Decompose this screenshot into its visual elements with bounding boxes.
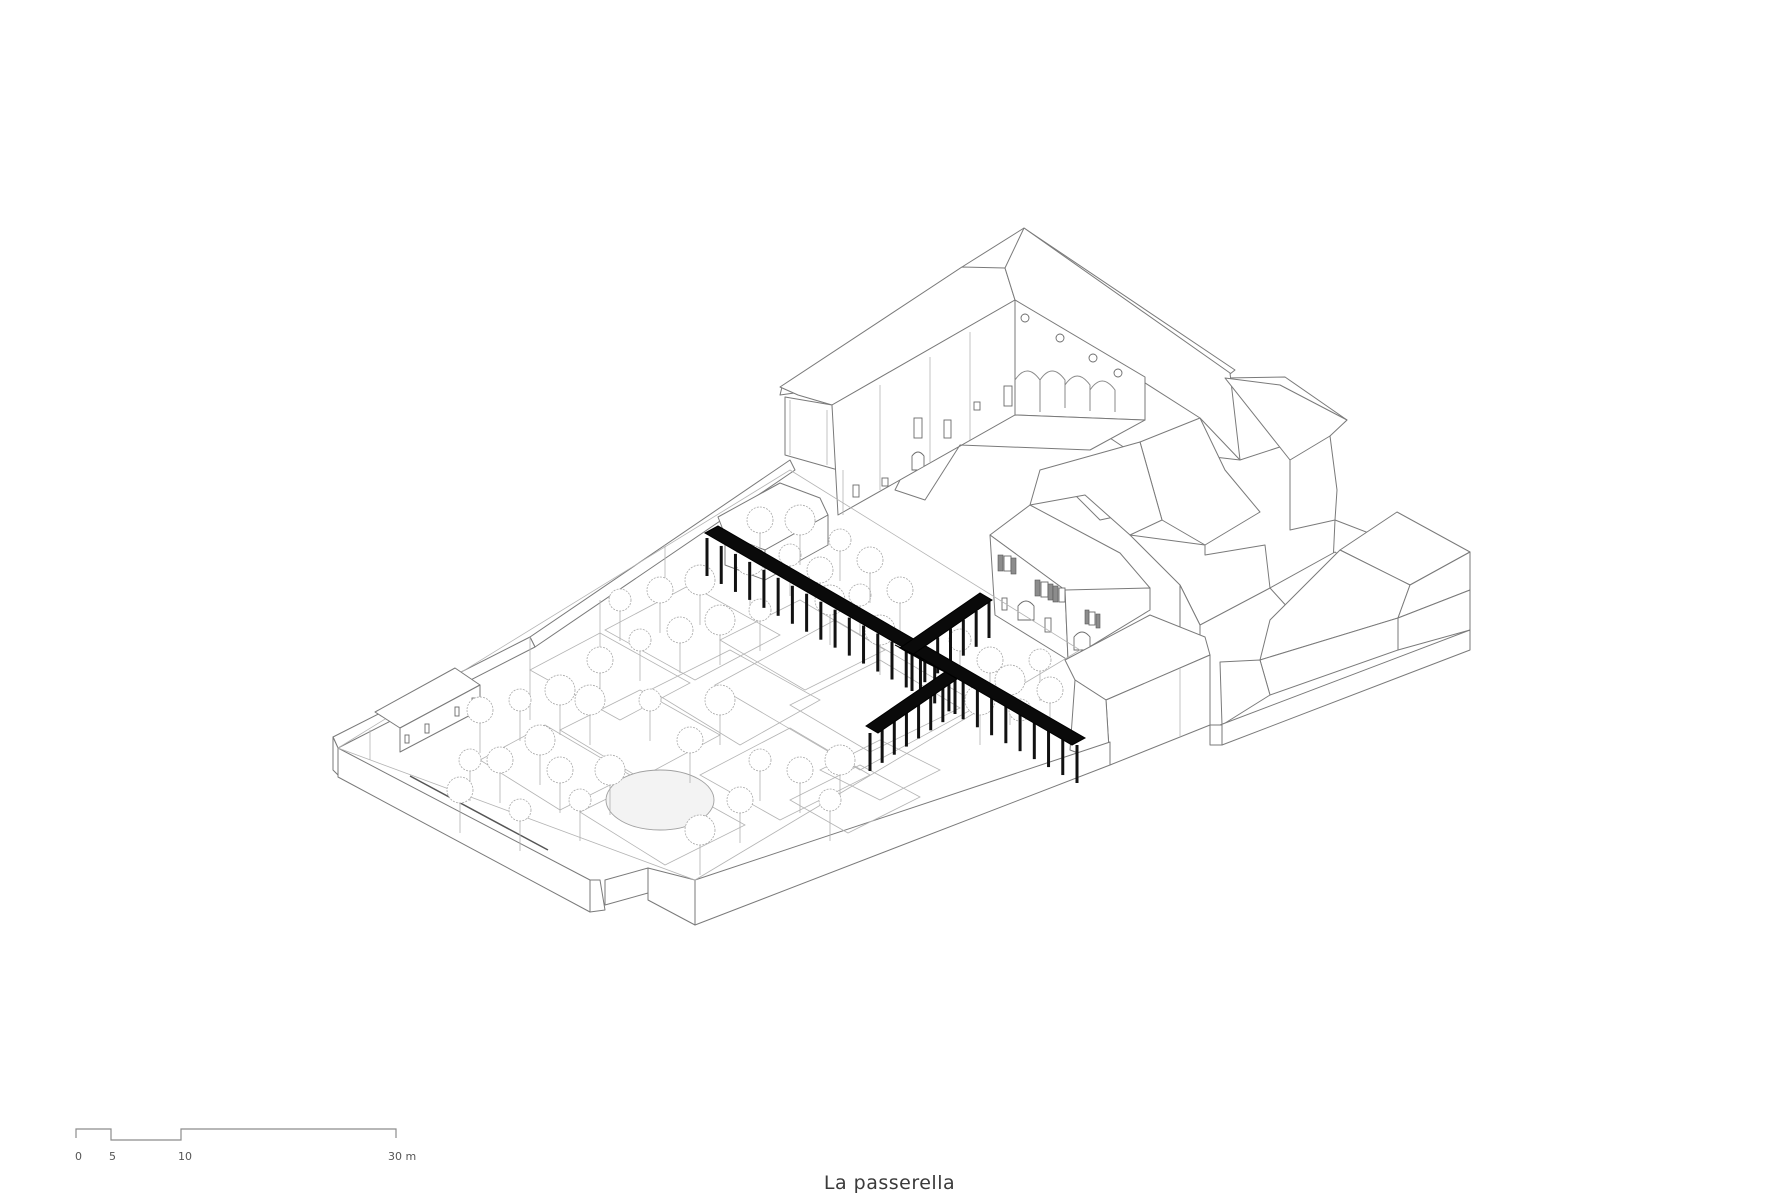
garden-pavilion-left <box>374 667 481 753</box>
drawing-caption: La passerella <box>823 1172 956 1194</box>
passerella-walkway <box>703 525 1087 783</box>
right-boundary-wall <box>1209 629 1471 746</box>
garden-enclosure <box>332 459 1111 926</box>
garden-pond <box>605 769 715 831</box>
palazzo-main-building <box>779 227 1348 516</box>
